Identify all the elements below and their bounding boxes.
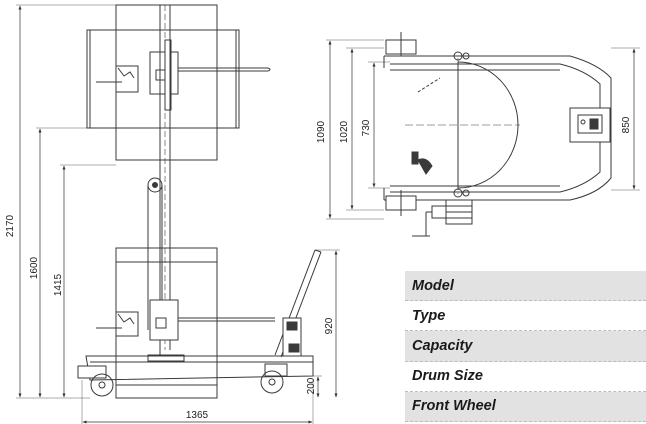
dim-1600: 1600 (29, 256, 40, 279)
dim-920: 920 (324, 317, 335, 334)
dim-1020: 1020 (339, 120, 350, 143)
side-dimensions (16, 4, 340, 424)
spec-label: Capacity (412, 337, 473, 354)
dim-2170: 2170 (5, 214, 16, 237)
dim-200: 200 (306, 377, 317, 394)
side-view (77, 4, 322, 399)
raised-drum (86, 4, 271, 161)
spec-row-type: Type (405, 301, 646, 332)
handle-pump (274, 249, 322, 358)
spec-row-drum-size: Drum Size (405, 362, 646, 392)
spec-row-capacity: Capacity (405, 331, 646, 362)
dim-1415: 1415 (53, 273, 64, 296)
lower-drum (96, 247, 275, 399)
base-frame (77, 355, 314, 397)
spec-label: Type (412, 307, 446, 324)
dim-850: 850 (621, 116, 632, 133)
dim-1365: 1365 (186, 410, 209, 421)
top-dimensions (326, 39, 640, 220)
mast (147, 5, 171, 350)
dim-730: 730 (361, 119, 372, 136)
spec-label: Front Wheel (412, 398, 496, 415)
dim-1090: 1090 (316, 120, 327, 143)
top-view (383, 32, 612, 237)
spec-label: Drum Size (412, 368, 483, 385)
spec-table: Model Type Capacity Drum Size Front Whee… (405, 271, 646, 422)
spec-row-front-wheel: Front Wheel (405, 391, 646, 422)
spec-row-model: Model (405, 271, 646, 302)
spec-label: Model (412, 277, 454, 294)
